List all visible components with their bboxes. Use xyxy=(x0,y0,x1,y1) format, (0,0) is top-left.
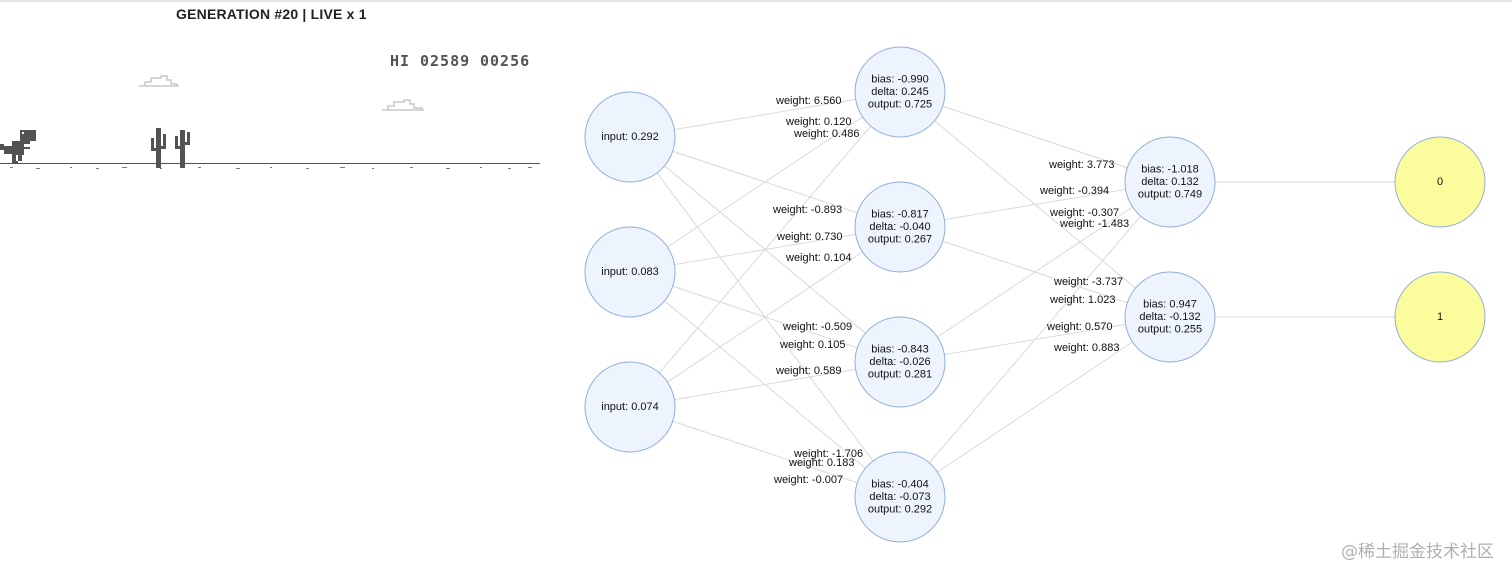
hidden-node-circle xyxy=(1124,271,1216,363)
input-node-label: input: 0.292 xyxy=(601,131,659,143)
top-border xyxy=(0,0,1512,2)
weight-label: weight: 0.730 xyxy=(776,231,842,243)
weight-label: weight: -0.893 xyxy=(772,204,842,216)
cactus-icon xyxy=(151,128,190,168)
current-score: 00256 xyxy=(480,52,531,70)
hidden-node-label: delta: 0.245 xyxy=(871,86,929,98)
weight-label: weight: 6.560 xyxy=(775,95,841,107)
ground-texture xyxy=(10,167,532,169)
input-node: input: 0.083 xyxy=(584,226,676,318)
output-node: 1 xyxy=(1394,271,1486,363)
generation-title: GENERATION #20 | LIVE x 1 xyxy=(176,6,367,22)
hidden-node-label: bias: -0.817 xyxy=(871,208,928,220)
weight-label: weight: -0.007 xyxy=(773,474,843,486)
output-node-circle xyxy=(1394,271,1486,363)
output-node-label: 0 xyxy=(1437,176,1443,188)
hidden-node-circle xyxy=(854,46,946,138)
weight-label: weight: 0.104 xyxy=(785,252,851,264)
connection-edge xyxy=(899,181,1171,498)
hidden-node-circle xyxy=(854,181,946,273)
connection-edge xyxy=(629,361,901,408)
ground-line xyxy=(0,163,540,164)
hidden-node-circle xyxy=(854,451,946,543)
connection-edge xyxy=(629,91,901,138)
hidden-node-circle xyxy=(1124,136,1216,228)
hidden-node-label: bias: -0.990 xyxy=(871,73,928,85)
connection-edge xyxy=(629,226,901,408)
connection-edge xyxy=(899,316,1171,498)
weight-label: weight: 0.883 xyxy=(1053,342,1119,354)
weight-label: weight: -3.737 xyxy=(1053,276,1123,288)
hidden-node-label: delta: 0.132 xyxy=(1141,176,1199,188)
output-node-circle xyxy=(1394,136,1486,228)
hidden-node-label: output: 0.292 xyxy=(868,503,932,515)
cloud-icon xyxy=(382,99,424,111)
output-node-label: 1 xyxy=(1437,311,1443,323)
hidden-node-label: bias: 0.947 xyxy=(1143,298,1197,310)
connection-edge xyxy=(629,91,901,408)
hidden-node-label: delta: -0.132 xyxy=(1139,311,1200,323)
input-node-circle xyxy=(584,91,676,183)
connection-edge xyxy=(629,91,901,273)
hi-score-label: HI xyxy=(390,52,411,70)
hidden-node-label: bias: -1.018 xyxy=(1141,163,1198,175)
cloud-icon xyxy=(139,75,179,87)
hi-score-value: 02589 xyxy=(420,52,471,70)
dino-game-canvas[interactable]: HI 02589 00256 xyxy=(0,30,545,190)
connection-edge xyxy=(629,406,901,498)
weight-label: weight: 0.183 xyxy=(788,457,854,469)
hidden-node-label: output: 0.725 xyxy=(868,98,932,110)
hidden-node-label: delta: -0.073 xyxy=(869,491,930,503)
hidden-node-label: output: 0.281 xyxy=(868,368,932,380)
dino-icon xyxy=(0,130,36,163)
input-node-circle xyxy=(584,226,676,318)
hidden-node-label: output: 0.267 xyxy=(868,233,932,245)
connection-edge xyxy=(899,181,1171,363)
weight-label: weight: -0.394 xyxy=(1039,185,1109,197)
connection-edge xyxy=(899,91,1171,183)
weight-label: weight: 0.589 xyxy=(775,365,841,377)
hidden-node-circle xyxy=(854,316,946,408)
weight-label: weight: 0.105 xyxy=(779,339,845,351)
weight-label: weight: -1.706 xyxy=(793,448,863,460)
weight-label: weight: -0.307 xyxy=(1049,207,1119,219)
input-node: input: 0.292 xyxy=(584,91,676,183)
input-node: input: 0.074 xyxy=(584,361,676,453)
output-node: 0 xyxy=(1394,136,1486,228)
weight-label: weight: 0.486 xyxy=(793,128,859,140)
hidden-node-label: delta: -0.040 xyxy=(869,221,930,233)
watermark: @稀土掘金技术社区 xyxy=(1341,542,1494,562)
weight-label: weight: 1.023 xyxy=(1049,294,1115,306)
weight-label: weight: 0.120 xyxy=(785,116,851,128)
hidden-node-label: delta: -0.026 xyxy=(869,356,930,368)
hidden-node-label: bias: -0.843 xyxy=(871,343,928,355)
hidden-node-label: output: 0.255 xyxy=(1138,323,1202,335)
weight-label: weight: -0.509 xyxy=(782,321,852,333)
weight-label: weight: 3.773 xyxy=(1048,159,1114,171)
input-node-label: input: 0.083 xyxy=(601,266,659,278)
network-nodes: input: 0.292 input: 0.083 input: 0.074 bias… xyxy=(584,46,1486,543)
hidden-node-label: output: 0.749 xyxy=(1138,188,1202,200)
connection-edge xyxy=(899,181,1171,228)
input-node-label: input: 0.074 xyxy=(601,401,659,413)
input-node-circle xyxy=(584,361,676,453)
hidden-node-label: bias: -0.404 xyxy=(871,478,928,490)
weight-label: weight: -1.483 xyxy=(1059,218,1129,230)
network-edges xyxy=(629,91,1440,498)
weight-label: weight: 0.570 xyxy=(1046,321,1112,333)
